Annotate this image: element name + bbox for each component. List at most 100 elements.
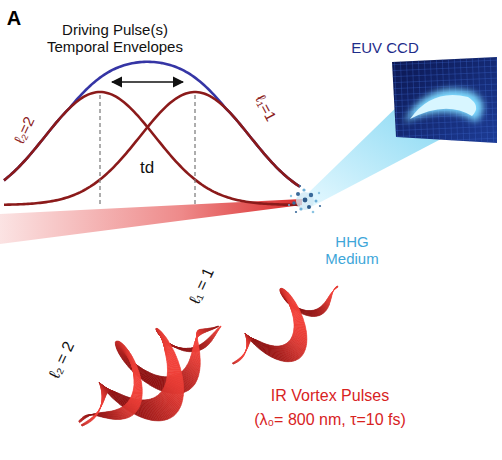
grid-line (385, 114, 500, 119)
ribbon-segment (102, 412, 103, 417)
ribbon-segment (239, 359, 241, 360)
ribbon-segment (100, 413, 101, 417)
ribbon-segment (234, 362, 235, 363)
ribbon-segment (220, 326, 221, 327)
ribbon-segment (212, 334, 215, 337)
ribbon-segment (235, 361, 237, 363)
ribbon-segment (214, 332, 216, 334)
ribbon-segment (293, 312, 301, 319)
grid-line (418, 50, 422, 150)
ribbon-segment (134, 380, 142, 387)
ribbon-segment (92, 417, 95, 418)
grid-line (484, 50, 488, 150)
pulse-parameters: (λ₀= 800 nm, τ=10 fs) (254, 411, 406, 429)
ribbon-segment (263, 344, 266, 353)
grid-line (385, 120, 500, 125)
ribbon-segment (101, 412, 103, 417)
ribbon-segment (265, 344, 268, 354)
ribbon-segment (194, 340, 198, 344)
delay-arrow (112, 81, 183, 83)
ribbon-segment (337, 286, 339, 287)
ribbon-segment (251, 341, 258, 343)
ribbon-segment (79, 421, 80, 423)
ribbon-segment (235, 361, 237, 362)
ribbon-segment (244, 352, 246, 354)
ribbon-segment (314, 310, 315, 316)
vortex-pulse-l1 (232, 286, 338, 364)
ribbon-segment (241, 356, 243, 358)
ribbon-segment (220, 326, 221, 328)
ribbon-segment (335, 288, 336, 289)
grid-line (385, 138, 500, 143)
ribbon-segment (214, 332, 216, 334)
grid-line (385, 66, 500, 71)
ribbon-segment (216, 330, 218, 331)
ribbon-segment (241, 356, 243, 358)
ribbon-segment (238, 359, 240, 360)
grid-line (388, 50, 392, 150)
ribbon-segment (336, 287, 338, 288)
ribbon-segment (331, 292, 333, 294)
ribbon-segment (243, 354, 245, 356)
pulse-label: ℓ₂ = 2 (46, 339, 79, 382)
ribbon-segment (237, 360, 239, 361)
ribbon-segment (215, 332, 217, 334)
ribbon-segment (236, 361, 238, 362)
ribbon-segment (329, 297, 332, 299)
ribbon-segment (217, 329, 219, 330)
ribbon-segment (81, 419, 83, 421)
ribbon-segment (251, 341, 258, 342)
grid-line (385, 72, 500, 77)
ribbon-segment (212, 335, 215, 338)
grid-line (385, 84, 500, 89)
ribbon-segment (213, 333, 216, 336)
ribbon-segment (294, 313, 302, 320)
ribbon-segment (333, 291, 334, 292)
ribbon-segment (79, 421, 81, 423)
ribbon-segment (95, 414, 98, 416)
ribbon-segment (219, 327, 221, 329)
ribbon-segment (242, 355, 244, 357)
ribbon-segment (237, 360, 239, 361)
ribbon-segment (330, 295, 332, 296)
ribbon-segment (82, 418, 84, 420)
ribbon-segment (84, 417, 86, 419)
ribbon-segment (193, 350, 200, 352)
ribbon-segment (108, 393, 118, 395)
ribbon-segment (309, 311, 311, 317)
ribbon-segment (164, 335, 165, 352)
ribbon-segment (240, 357, 242, 359)
hhg-gas (288, 185, 321, 213)
ribbon-segment (244, 353, 246, 354)
ribbon-segment (132, 395, 143, 398)
ribbon-segment (238, 360, 240, 361)
ribbon-segment (211, 335, 214, 338)
ribbon-segment (334, 288, 335, 289)
ribbon-segment (336, 286, 338, 287)
ribbon-segment (329, 296, 332, 297)
ribbon-segment (96, 413, 99, 415)
ribbon-segment (244, 352, 246, 354)
ribbon-segment (192, 350, 199, 353)
ribbon-segment (334, 288, 336, 289)
ribbon-segment (238, 359, 240, 360)
ribbon-segment (193, 349, 200, 351)
harmonic-spot-glow (404, 89, 483, 122)
ribbon-segment (332, 291, 333, 293)
ribbon-segment (328, 298, 331, 300)
ribbon-segment (242, 355, 244, 357)
grid-line (385, 60, 500, 65)
ribbon-segment (82, 417, 84, 419)
ribbon-segment (335, 287, 336, 288)
ribbon-segment (335, 287, 336, 288)
ribbon-segment (329, 295, 331, 296)
ribbon-segment (194, 341, 198, 344)
panel-letter: A (7, 7, 21, 30)
peak-marker (194, 95, 195, 205)
ccd-grid (385, 50, 500, 150)
grid-line (385, 126, 500, 131)
curve-label: ℓ₂=2 (10, 114, 37, 146)
ir-beam (0, 199, 302, 244)
ribbon-segment (81, 419, 83, 421)
